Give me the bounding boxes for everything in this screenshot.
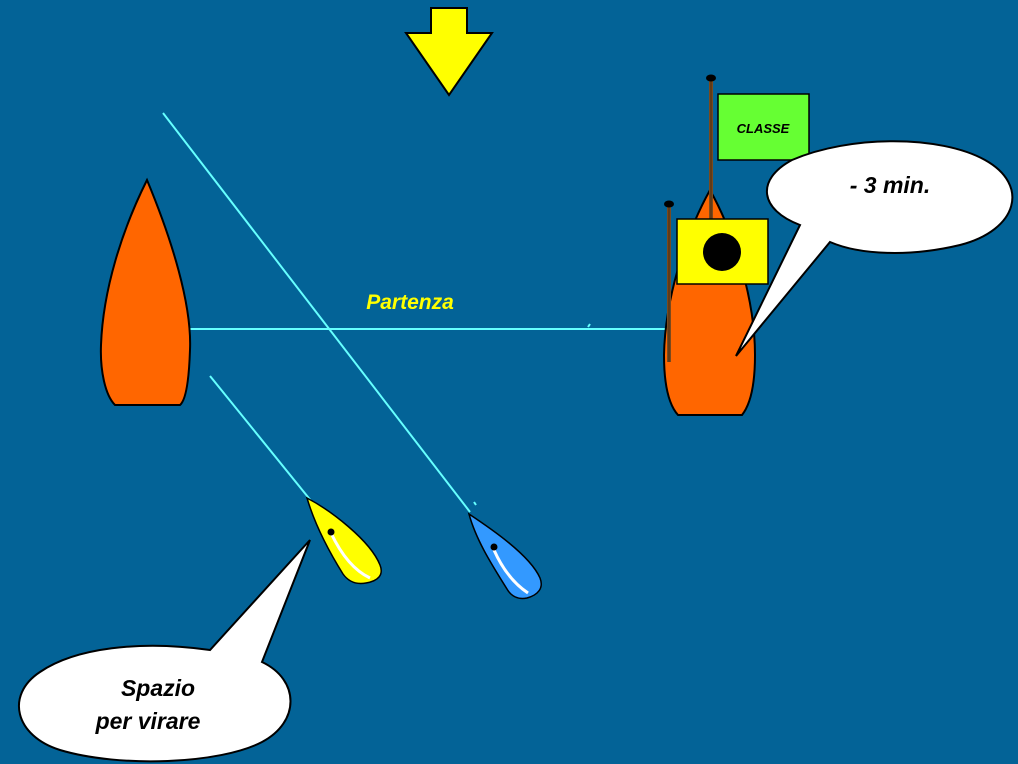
class-flag-label: CLASSE — [737, 121, 790, 136]
space-callout: Spazio per virare — [17, 539, 311, 763]
class-flag: CLASSE — [706, 74, 810, 232]
pole-top — [664, 200, 674, 208]
mast-icon — [327, 528, 335, 536]
start-line-label: Partenza — [366, 291, 454, 314]
blue-boat-track — [162, 112, 471, 513]
sailboat-icon — [305, 496, 382, 585]
wind-direction-arrow-icon — [404, 7, 494, 97]
line-tick-mark — [473, 501, 477, 506]
flag-disc — [703, 233, 741, 271]
course-lines — [162, 112, 670, 513]
blue-sailboat — [467, 512, 542, 600]
countdown-callout: - 3 min. — [735, 140, 1014, 357]
sail-icon — [492, 549, 529, 595]
pin-end-buoy-icon — [99, 177, 192, 406]
sailboat-icon — [467, 512, 542, 600]
space-text-line1: Spazio — [121, 675, 195, 701]
pole-top — [706, 74, 716, 82]
preparatory-flag — [664, 200, 769, 362]
line-tick-mark — [587, 323, 591, 328]
space-bubble — [17, 539, 311, 763]
yellow-sailboat — [305, 496, 382, 585]
space-text-line2: per virare — [95, 708, 201, 734]
countdown-bubble — [735, 140, 1014, 357]
mast-icon — [490, 543, 498, 551]
yellow-boat-track — [209, 375, 313, 503]
class-flag-icon — [717, 93, 810, 161]
sail-icon — [329, 532, 371, 580]
countdown-text: - 3 min. — [850, 172, 931, 198]
